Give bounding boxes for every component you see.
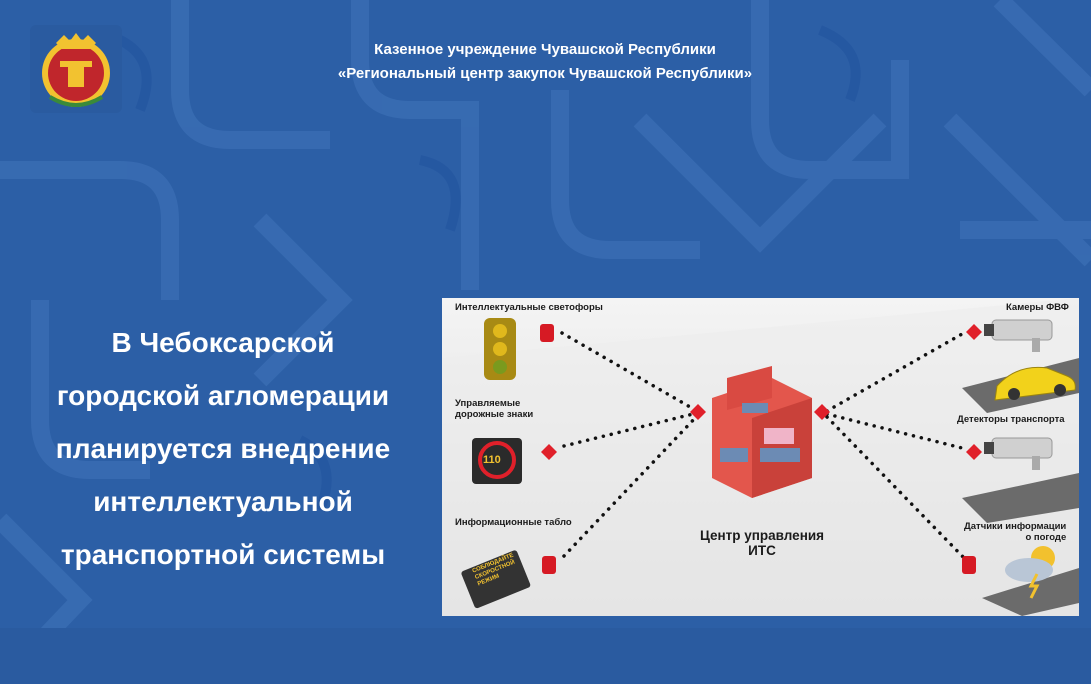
label-its-control-center: Центр управления ИТС <box>699 528 825 558</box>
connector-node <box>966 324 982 340</box>
label-smart-traffic-lights: Интеллектуальные светофоры <box>455 302 603 313</box>
slide-title-line: интеллектуальной <box>93 486 353 517</box>
connector-node <box>814 404 830 420</box>
connector-node <box>966 444 982 460</box>
its-diagram-graphics <box>442 298 1079 616</box>
slide-title-line: планируется внедрение <box>55 433 391 464</box>
label-information-boards: Информационные табло <box>455 517 572 528</box>
speed-sign-value: 110 <box>483 454 501 466</box>
label-weather-sensors: Датчики информации о погоде <box>964 521 1067 543</box>
slide-title-line: транспортной системы <box>60 539 386 570</box>
its-diagram: Интеллектуальные светофоры Управляемые д… <box>442 298 1079 616</box>
bottom-band <box>0 628 1091 684</box>
slide-title: В Чебоксарской городской агломерации пла… <box>28 316 418 581</box>
label-managed-road-signs: Управляемые дорожные знаки <box>455 398 534 420</box>
label-vehicle-detectors: Детекторы транспорта <box>957 414 1065 425</box>
organization-header: Казенное учреждение Чувашской Республики… <box>180 38 910 86</box>
chuvashia-emblem <box>30 25 122 113</box>
connector-node <box>690 404 706 420</box>
organization-line-2: «Региональный центр закупок Чувашской Ре… <box>337 65 753 82</box>
organization-line-1: Казенное учреждение Чувашской Республики <box>374 41 716 58</box>
slide-title-line: В Чебоксарской <box>111 327 335 358</box>
label-cameras-fvf: Камеры ФВФ <box>1006 302 1069 313</box>
connector-node <box>541 444 557 460</box>
slide-title-line: городской агломерации <box>56 380 390 411</box>
